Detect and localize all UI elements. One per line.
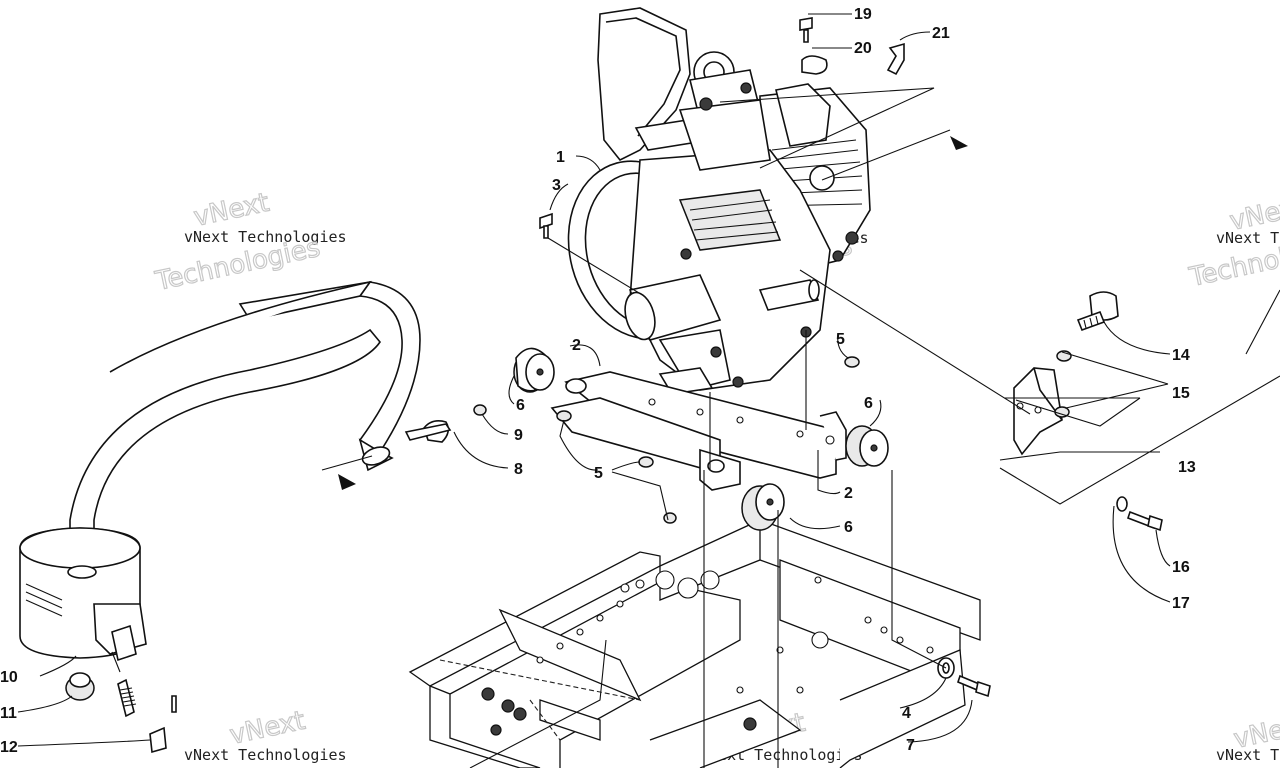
callout-15: 15 <box>1172 385 1190 402</box>
svg-text:vNext: vNext <box>191 188 272 233</box>
callout-13: 13 <box>1178 459 1196 476</box>
svg-text:vNext Technologies: vNext Technologies <box>184 228 347 246</box>
alignment-lines <box>469 330 947 768</box>
watermark-right: vNext vNext Technologies Technologies <box>1186 191 1280 294</box>
callout-4: 4 <box>902 705 911 722</box>
callout-6c: 6 <box>844 519 853 536</box>
callout-17: 17 <box>1172 595 1190 612</box>
callout-3: 3 <box>552 177 561 194</box>
callout-8: 8 <box>514 461 523 478</box>
callout-labels: 1 3 19 20 21 2 5 6 6 5 2 6 9 8 14 15 13 … <box>0 6 1196 756</box>
callout-2b: 2 <box>844 485 853 502</box>
chassis-frame <box>408 519 981 768</box>
top-hardware <box>799 17 905 76</box>
callout-5b: 5 <box>594 465 603 482</box>
callout-16: 16 <box>1172 559 1190 576</box>
knob-14 <box>1076 291 1119 332</box>
bolt-16 <box>1116 496 1163 532</box>
callout-20: 20 <box>854 40 872 57</box>
svg-text:vNext Technologies: vNext Technologies <box>184 746 347 764</box>
bolt-3 <box>539 212 553 239</box>
engine-assembly <box>567 7 871 395</box>
svg-text:vNext: vNext <box>227 706 308 751</box>
muffler-hardware <box>65 672 177 754</box>
throttle-bracket <box>1013 367 1063 456</box>
arrow-markers <box>338 136 968 490</box>
svg-text:vNext Technologies: vNext Technologies <box>1216 746 1280 764</box>
exhaust-pipe <box>69 280 421 573</box>
callout-21: 21 <box>932 25 950 42</box>
callout-14: 14 <box>1172 347 1190 364</box>
callout-11: 11 <box>0 705 17 722</box>
exhaust-clamp <box>404 404 487 443</box>
callout-6a: 6 <box>864 395 873 412</box>
svg-text:vNext Technologies: vNext Technologies <box>1216 229 1280 247</box>
callout-6b: 6 <box>516 397 525 414</box>
watermark-bottom-left: vNext vNext Technologies <box>184 705 347 764</box>
callout-19: 19 <box>854 6 872 23</box>
rubber-isolators <box>513 347 889 531</box>
callout-9: 9 <box>514 427 523 444</box>
watermark-left: vNext vNext Technologies Technologies <box>152 187 347 298</box>
leader-lines <box>17 13 1280 747</box>
callout-12: 12 <box>0 739 18 756</box>
muffler <box>19 527 147 662</box>
callout-5a: 5 <box>836 331 845 348</box>
callout-7: 7 <box>906 737 915 754</box>
callout-1: 1 <box>556 149 565 166</box>
callout-2a: 2 <box>572 337 581 354</box>
watermark-bottom-right: vNext vNext Technologies <box>1216 709 1280 764</box>
callout-10: 10 <box>0 669 18 686</box>
